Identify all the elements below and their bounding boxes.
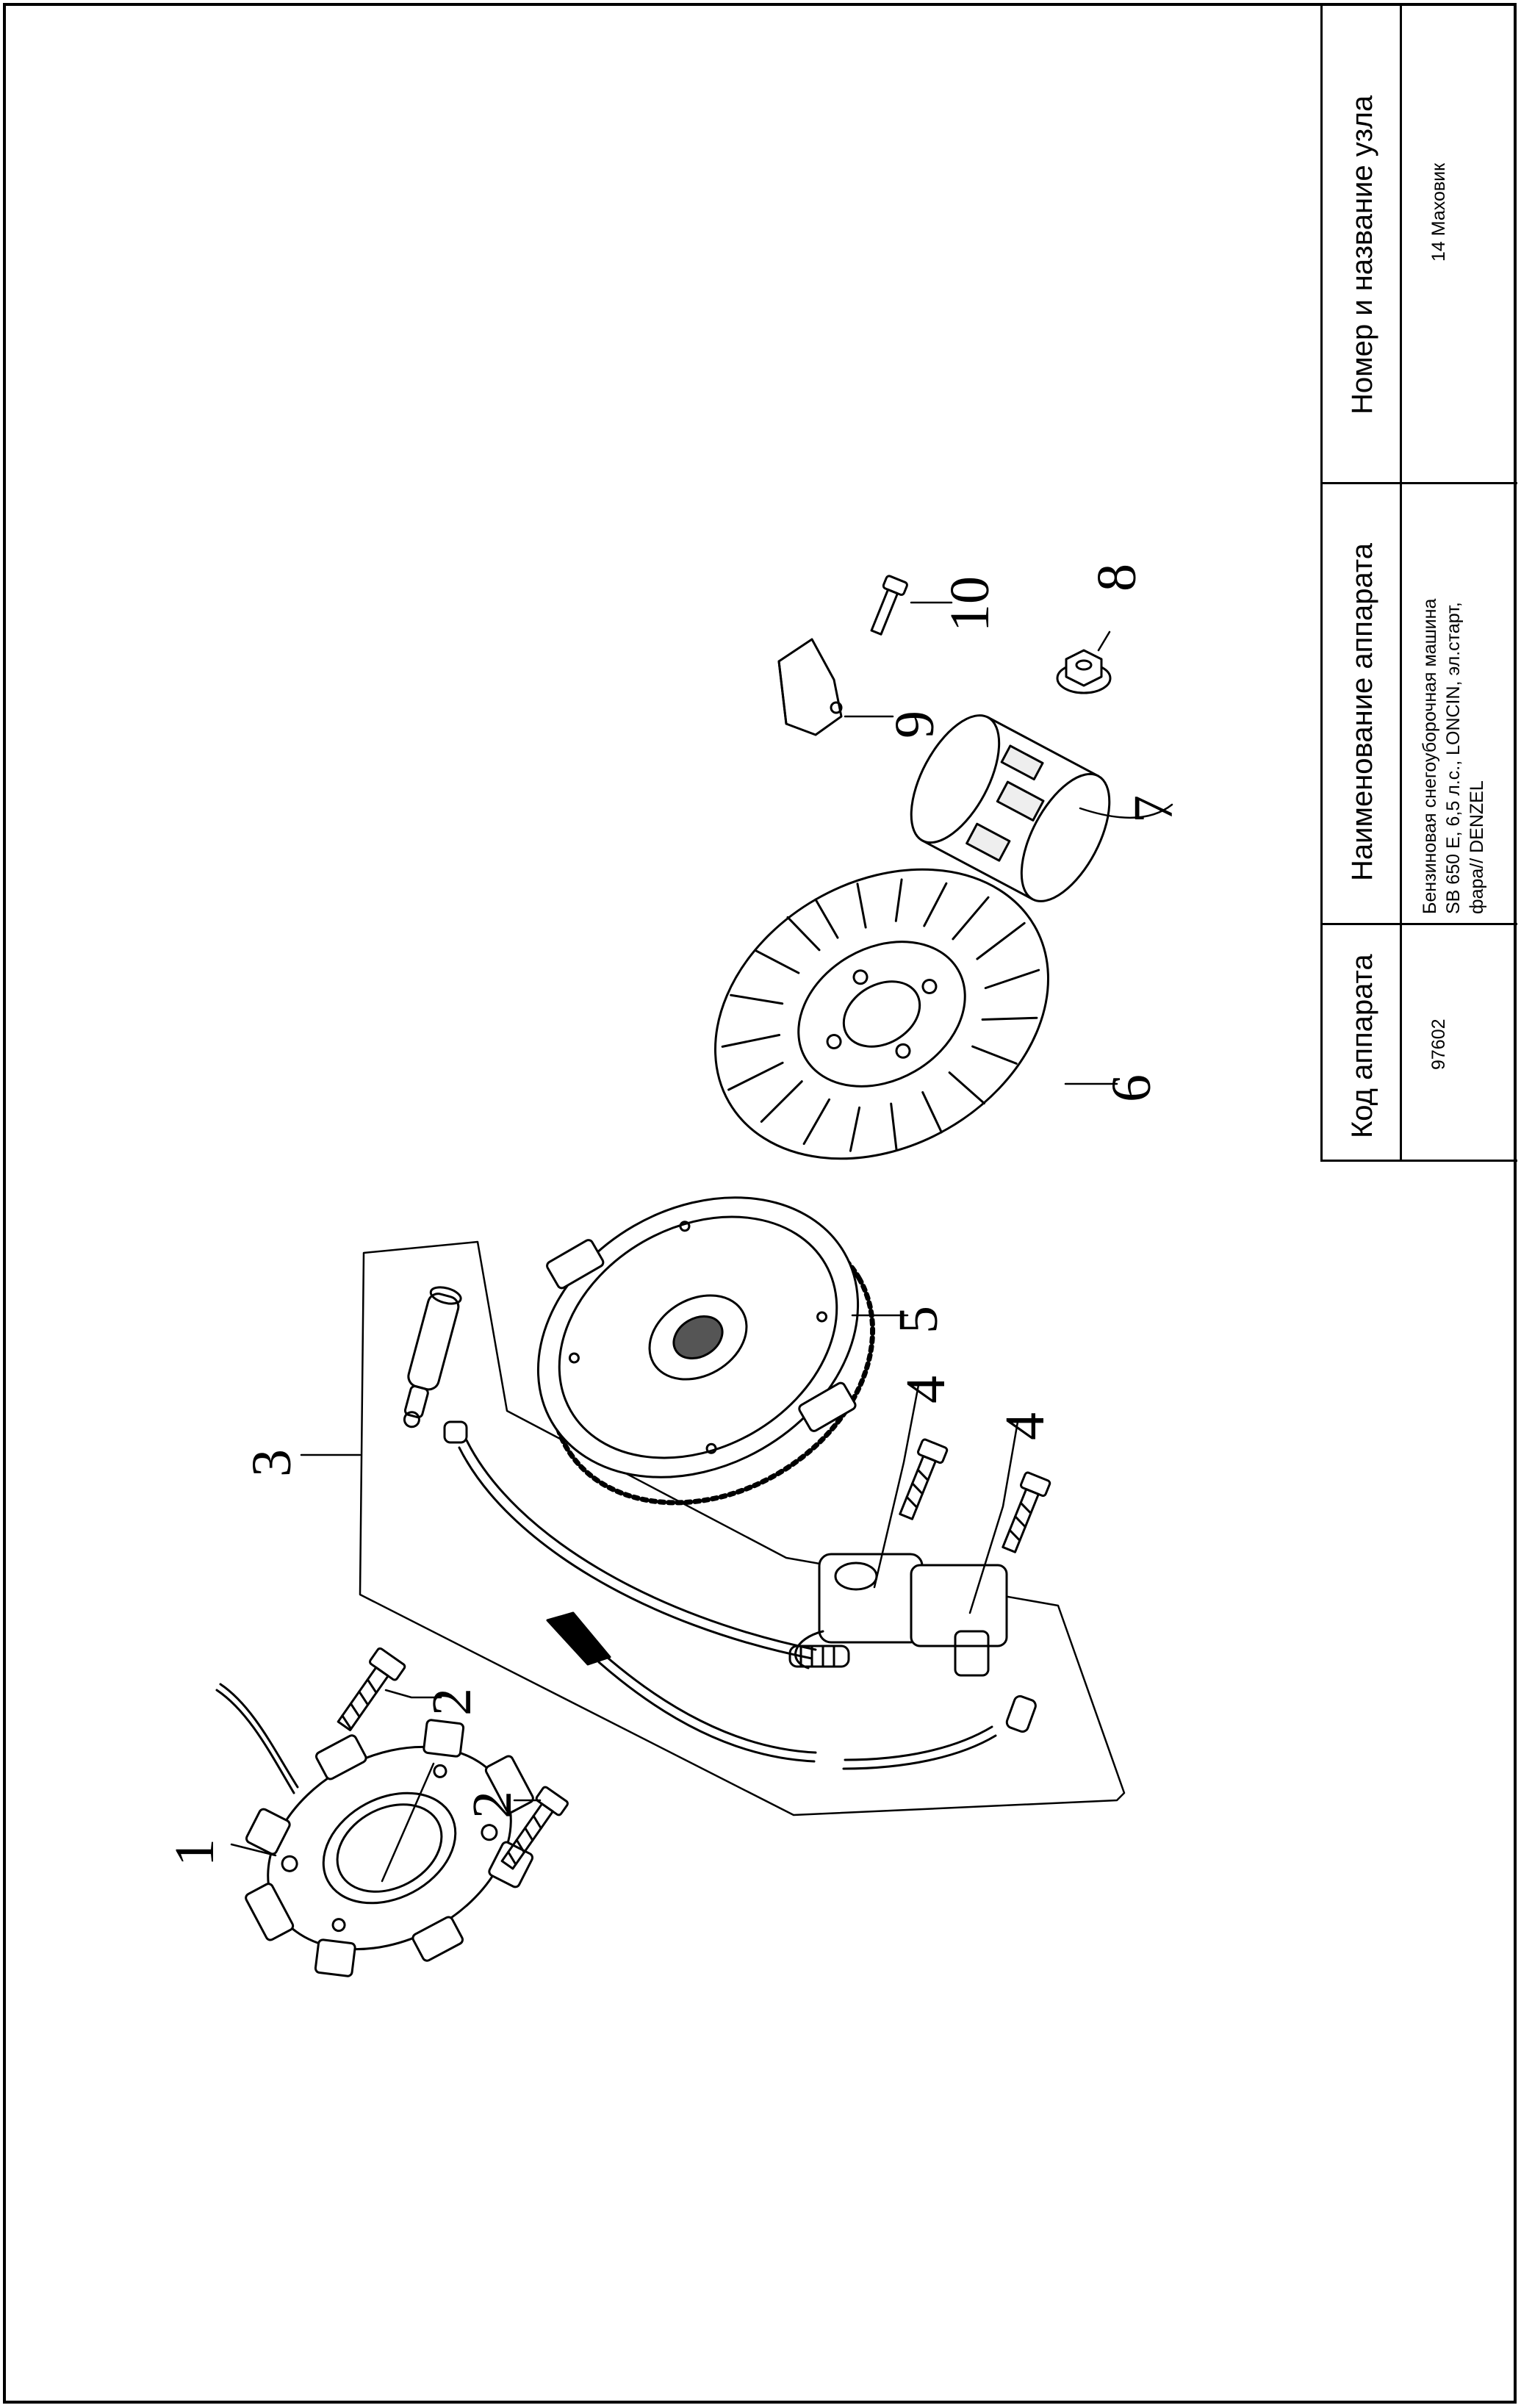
callout-6: 6 <box>1101 1074 1162 1102</box>
nut-part <box>1056 649 1112 694</box>
title-block: Номер и название узла Наименование аппар… <box>1320 3 1517 1162</box>
bolt-part-lower <box>500 1786 569 1870</box>
callout-2a: 2 <box>421 1688 483 1716</box>
bracket-part <box>777 638 843 736</box>
callout-4a: 4 <box>895 1376 957 1404</box>
callout-10: 10 <box>939 576 1001 632</box>
callout-4b: 4 <box>994 1412 1056 1440</box>
callout-2b: 2 <box>461 1791 523 1819</box>
ignition-coil-group-outline <box>359 1240 1126 1816</box>
sheet-border <box>3 3 1517 2404</box>
callout-9: 9 <box>884 711 946 738</box>
starter-cup-part <box>910 714 1111 902</box>
callout-7: 7 <box>1123 795 1184 823</box>
screw-part <box>870 575 908 636</box>
flywheel-part <box>536 1196 876 1506</box>
ignition-coil-part <box>788 1553 1008 1677</box>
title-block-row-name <box>1323 484 1517 925</box>
stator-part <box>245 1719 534 1977</box>
callout-3: 3 <box>241 1449 303 1477</box>
bolt-part-upper <box>337 1647 406 1731</box>
bolt-part-4b <box>1002 1471 1051 1553</box>
callout-1: 1 <box>164 1839 226 1866</box>
title-block-header-column <box>1323 3 1402 1160</box>
title-block-row-node <box>1323 3 1517 484</box>
fan-part <box>714 868 1049 1160</box>
bolt-part-4a <box>899 1438 949 1520</box>
callout-5: 5 <box>888 1306 949 1334</box>
callout-8: 8 <box>1086 564 1148 592</box>
